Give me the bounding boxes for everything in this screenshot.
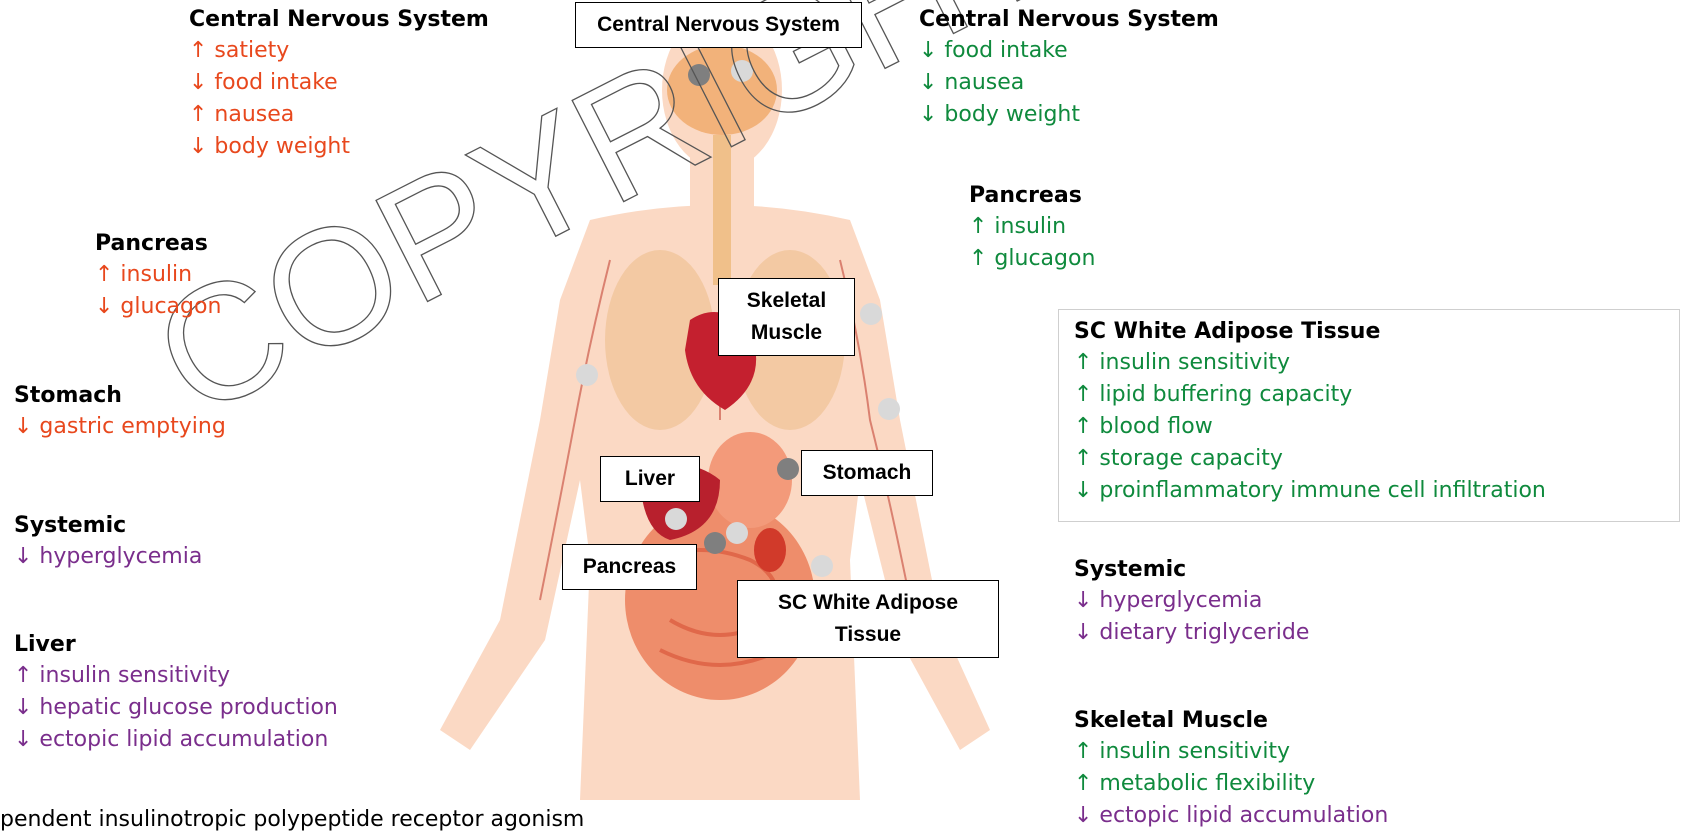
effect-item: ↓ hyperglycemia bbox=[14, 541, 202, 573]
effect-item: ↑ metabolic flexibility bbox=[1074, 768, 1388, 800]
right-muscle-title: Skeletal Muscle bbox=[1074, 706, 1388, 736]
left-pancreas-effects: Pancreas ↑ insulin ↓ glucagon bbox=[95, 229, 221, 323]
right-adipose-effects: SC White Adipose Tissue ↑ insulin sensit… bbox=[1074, 317, 1546, 507]
left-cns-title: Central Nervous System bbox=[189, 5, 489, 35]
right-pancreas-effects: Pancreas ↑ insulin ↑ glucagon bbox=[969, 181, 1095, 275]
effect-item: ↑ storage capacity bbox=[1074, 443, 1546, 475]
effect-item: ↓ ectopic lipid accumulation bbox=[14, 724, 338, 756]
effect-item: ↑ insulin sensitivity bbox=[14, 660, 338, 692]
effect-item: ↑ satiety bbox=[189, 35, 489, 67]
effect-item: ↓ nausea bbox=[919, 67, 1219, 99]
effect-item: ↓ food intake bbox=[919, 35, 1219, 67]
effect-item: ↑ insulin bbox=[95, 259, 221, 291]
organ-label-cns: Central Nervous System bbox=[575, 2, 862, 48]
effect-item: ↓ body weight bbox=[919, 99, 1219, 131]
organ-label-liver: Liver bbox=[600, 456, 700, 502]
effect-item: ↓ proinflammatory immune cell infiltrati… bbox=[1074, 475, 1546, 507]
effect-item: ↓ body weight bbox=[189, 131, 489, 163]
effect-item: ↑ insulin sensitivity bbox=[1074, 347, 1546, 379]
left-pancreas-title: Pancreas bbox=[95, 229, 221, 259]
left-stomach-effects: Stomach ↓ gastric emptying bbox=[14, 381, 226, 443]
effect-item: ↓ hyperglycemia bbox=[1074, 585, 1309, 617]
organ-label-pancreas: Pancreas bbox=[562, 544, 697, 590]
right-cns-effects: Central Nervous System ↓ food intake ↓ n… bbox=[919, 5, 1219, 131]
right-muscle-effects: Skeletal Muscle ↑ insulin sensitivity ↑ … bbox=[1074, 706, 1388, 832]
left-cns-effects: Central Nervous System ↑ satiety ↓ food … bbox=[189, 5, 489, 163]
right-cns-title: Central Nervous System bbox=[919, 5, 1219, 35]
organ-label-stomach: Stomach bbox=[801, 450, 933, 496]
effect-item: ↑ insulin bbox=[969, 211, 1095, 243]
left-liver-effects: Liver ↑ insulin sensitivity ↓ hepatic gl… bbox=[14, 630, 338, 756]
organ-label-adipose: SC White Adipose Tissue bbox=[737, 580, 999, 658]
right-systemic-title: Systemic bbox=[1074, 555, 1309, 585]
effect-item: ↓ gastric emptying bbox=[14, 411, 226, 443]
effect-item: ↓ glucagon bbox=[95, 291, 221, 323]
footer-caption: pendent insulinotropic polypeptide recep… bbox=[0, 807, 584, 832]
left-systemic-effects: Systemic ↓ hyperglycemia bbox=[14, 511, 202, 573]
effect-item: ↑ blood flow bbox=[1074, 411, 1546, 443]
left-systemic-title: Systemic bbox=[14, 511, 202, 541]
left-stomach-title: Stomach bbox=[14, 381, 226, 411]
right-pancreas-title: Pancreas bbox=[969, 181, 1095, 211]
effect-item: ↑ nausea bbox=[189, 99, 489, 131]
effect-item: ↑ insulin sensitivity bbox=[1074, 736, 1388, 768]
effect-item: ↓ food intake bbox=[189, 67, 489, 99]
right-adipose-title: SC White Adipose Tissue bbox=[1074, 317, 1546, 347]
organ-label-skeletal-muscle: Skeletal Muscle bbox=[718, 278, 855, 356]
effect-item: ↓ hepatic glucose production bbox=[14, 692, 338, 724]
effect-item: ↓ ectopic lipid accumulation bbox=[1074, 800, 1388, 832]
effect-item: ↑ glucagon bbox=[969, 243, 1095, 275]
effect-item: ↑ lipid buffering capacity bbox=[1074, 379, 1546, 411]
right-systemic-effects: Systemic ↓ hyperglycemia ↓ dietary trigl… bbox=[1074, 555, 1309, 649]
left-liver-title: Liver bbox=[14, 630, 338, 660]
effect-item: ↓ dietary triglyceride bbox=[1074, 617, 1309, 649]
